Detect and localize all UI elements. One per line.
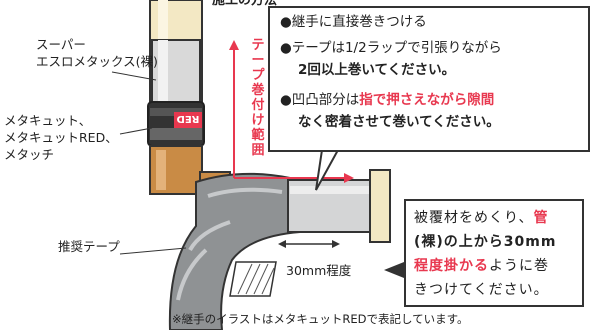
wrap-range-char: プ — [251, 68, 265, 83]
label-fitting-line3: メタッチ — [4, 147, 55, 162]
label-tape: 推奨テープ — [58, 239, 120, 254]
label-fitting-line2: メタキュットRED、 — [4, 130, 118, 145]
top-bubble-line2: ●テープは1/2ラップで引張りながら — [280, 40, 502, 56]
br-bubble-line3-red: 程度掛かる — [414, 258, 489, 274]
top-bubble-line1: ●継手に直接巻きつける — [280, 14, 427, 30]
red-band-label: RED — [177, 113, 200, 124]
top-bubble-line3: 2回以上巻いてください。 — [298, 62, 456, 78]
br-bubble-line1: 被覆材をめくり、管 — [414, 207, 548, 229]
label-fitting-line1: メタキュット、 — [4, 113, 92, 128]
wrap-range-char: 範 — [251, 128, 265, 143]
top-bubble-line4-red: 指で押さえながら隙間 — [359, 92, 495, 108]
instruction-bubble-top: ●継手に直接巻きつける ●テープは1/2ラップで引張りながら 2回以上巻いてくだ… — [268, 6, 590, 152]
br-bubble-line3-plain: ように巻 — [489, 258, 549, 274]
red-band — [174, 112, 202, 128]
instruction-bubble-bottom-right: 被覆材をめくり、管 (裸)の上から30mm 程度掛かるように巻 きつけてください… — [404, 199, 584, 307]
lower-pipe-end — [369, 169, 391, 243]
br-bubble-line1-plain: 被覆材をめくり、 — [414, 210, 534, 226]
br-bubble-line3: 程度掛かるように巻 — [414, 255, 549, 277]
label-fitting: メタキュット、 メタキュットRED、 メタッチ — [4, 112, 118, 163]
wrap-range-char: け — [251, 113, 265, 128]
label-sleeve-line2: エスロメタックス(裸) — [36, 54, 158, 69]
label-sleeve-line1: スーパー — [36, 37, 86, 52]
top-bubble-line5: なく密着させて巻いてください。 — [298, 114, 500, 130]
br-bubble-line1-red: 管 — [533, 210, 549, 226]
label-distance: 30mm程度 — [286, 263, 352, 278]
wrap-range-char: ー — [251, 53, 265, 68]
wrap-range-label: テ ー プ 巻 付 け 範 囲 — [250, 38, 266, 158]
wrap-range-char: 巻 — [251, 83, 265, 98]
wrap-range-char: 囲 — [251, 143, 265, 158]
label-sleeve: スーパー エスロメタックス(裸) — [36, 36, 158, 70]
header-partial: 施工の方法 — [212, 0, 277, 8]
tape-wrap — [168, 172, 302, 330]
footnote: ※継手のイラストはメタキュットREDで表記しています。 — [172, 312, 469, 326]
wrap-range-char: テ — [251, 38, 265, 53]
top-bubble-line4-plain: ●凹凸部分は — [280, 92, 360, 108]
br-bubble-line4: きつけてください。 — [414, 282, 549, 298]
br-bubble-tail — [384, 262, 404, 278]
br-bubble-line2: (裸)の上から30mm — [414, 234, 557, 250]
wrap-range-char: 付 — [251, 98, 265, 113]
top-bubble-line4: ●凹凸部分は指で押さえながら隙間 — [280, 90, 494, 111]
